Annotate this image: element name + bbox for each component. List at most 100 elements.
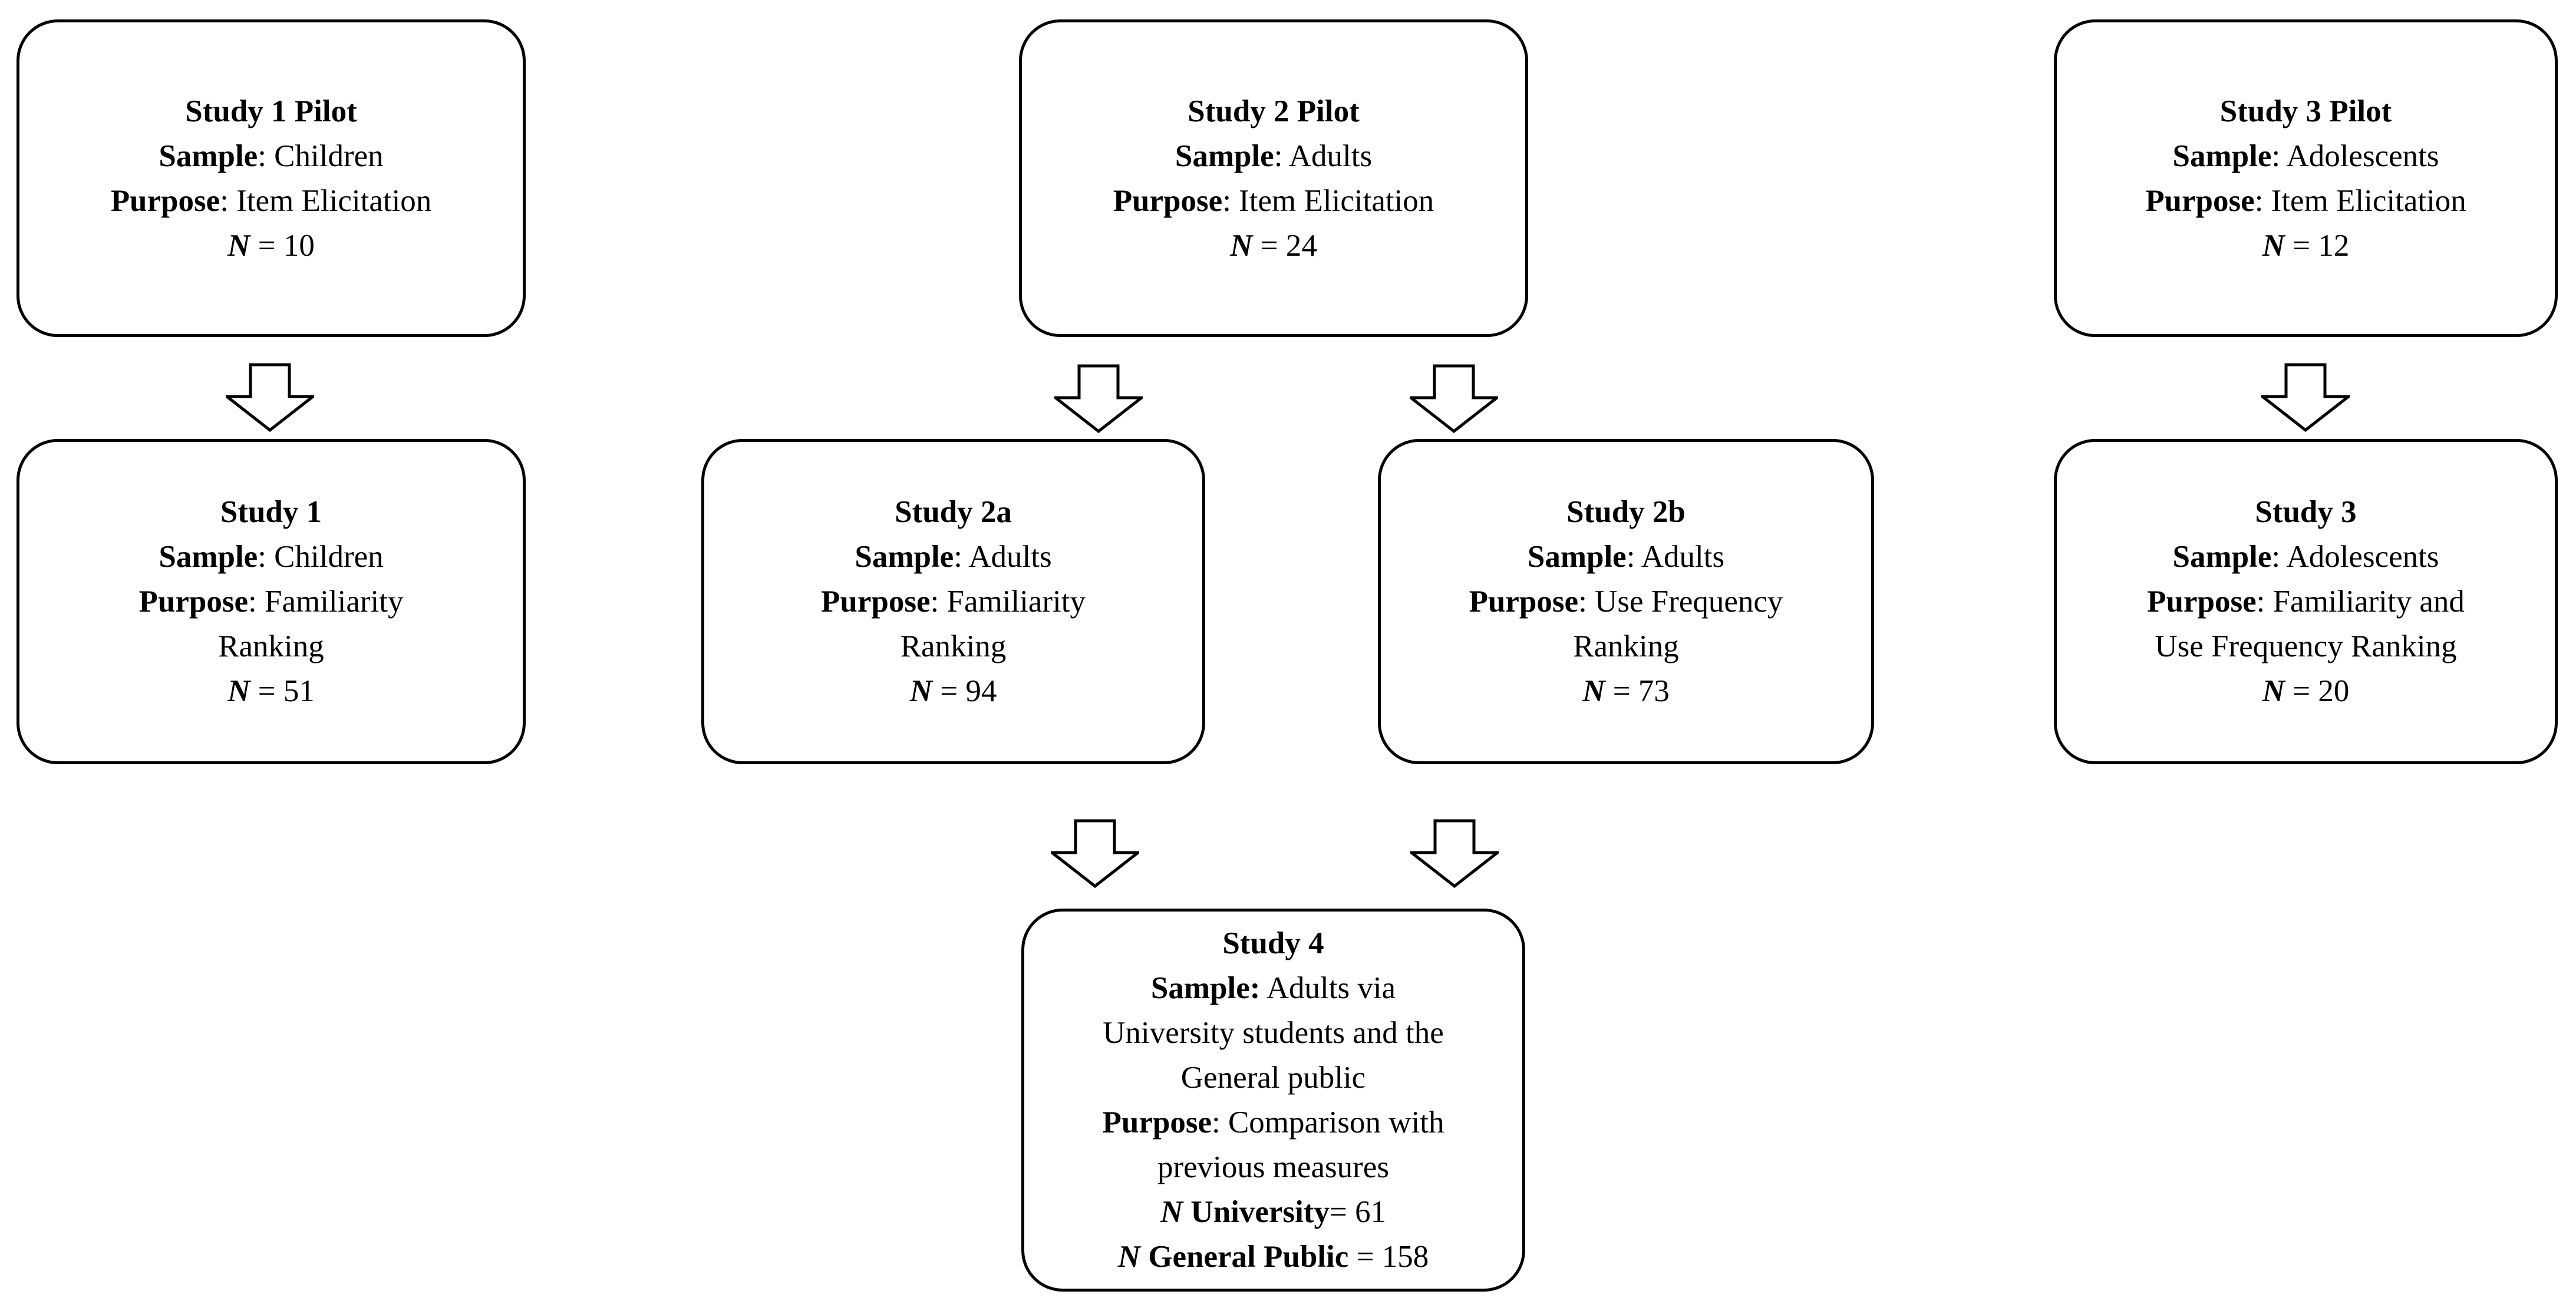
sample-line: Sample: Children (159, 134, 383, 179)
sample-line: Sample: Adolescents (2173, 534, 2439, 579)
n-label: N (1160, 1195, 1183, 1229)
purpose-value-2: Use Frequency Ranking (2155, 629, 2457, 663)
purpose-line-2: Use Frequency Ranking (2155, 624, 2456, 669)
n-label: N (227, 674, 250, 708)
purpose-value: : Familiarity (930, 585, 1086, 619)
n-line: N = 20 (2262, 669, 2350, 714)
n-value: = 20 (2284, 674, 2350, 708)
n-label: N (1117, 1240, 1141, 1274)
purpose-label: Purpose (138, 585, 249, 619)
n-general-public-value: = 158 (1348, 1240, 1429, 1274)
box-title: Study 1 (220, 490, 322, 534)
n-value: = 73 (1605, 674, 1670, 708)
study-1-box: Study 1 Sample: Children Purpose: Famili… (17, 439, 526, 764)
n-university-line: N University= 61 (1160, 1190, 1386, 1234)
sample-value: : Children (258, 540, 384, 574)
sample-value-2: University students and the (1103, 1016, 1444, 1050)
purpose-value-2: Ranking (218, 629, 324, 663)
n-general-public-bold: General Public (1140, 1240, 1349, 1274)
purpose-value: : Item Elicitation (2254, 183, 2466, 218)
study-2b-box: Study 2b Sample: Adults Purpose: Use Fre… (1378, 439, 1874, 764)
sample-value: : Adults (1274, 138, 1373, 173)
n-value: = 10 (250, 228, 315, 263)
sample-value: : Adolescents (2271, 138, 2439, 173)
n-general-public-line: N General Public = 158 (1118, 1234, 1429, 1279)
purpose-line: Purpose: Familiarity (139, 579, 404, 624)
purpose-value-2: Ranking (900, 629, 1007, 663)
sample-label: Sample (159, 540, 258, 574)
n-label: N (1582, 674, 1605, 708)
n-university-bold: University (1183, 1195, 1330, 1229)
n-label: N (2262, 228, 2285, 263)
sample-label: Sample (1175, 138, 1274, 173)
purpose-label: Purpose (1102, 1105, 1212, 1140)
n-line: N = 24 (1230, 223, 1317, 268)
study-3-pilot-box: Study 3 Pilot Sample: Adolescents Purpos… (2054, 19, 2558, 337)
sample-label: Sample (1527, 540, 1627, 574)
arrow-study2b-to-study4 (1410, 819, 1499, 889)
sample-label: Sample (2172, 138, 2272, 173)
box-title: Study 2a (895, 490, 1012, 534)
purpose-value: : Item Elicitation (220, 183, 432, 218)
n-value: = 51 (250, 674, 315, 708)
box-title: Study 2b (1566, 490, 1686, 534)
purpose-line-2: Ranking (901, 624, 1007, 669)
box-title: Study 4 (1222, 921, 1324, 966)
study-1-pilot-box: Study 1 Pilot Sample: Children Purpose: … (17, 19, 526, 337)
sample-value: : Children (258, 138, 384, 173)
sample-line: Sample: Children (159, 534, 383, 579)
sample-value: Adults via (1260, 971, 1396, 1005)
purpose-label: Purpose (110, 183, 220, 218)
sample-line: Sample: Adults (1528, 534, 1724, 579)
arrow-study2-pilot-to-study2a (1054, 364, 1143, 434)
purpose-line-2: previous measures (1157, 1145, 1389, 1190)
purpose-value: : Familiarity and (2256, 585, 2465, 619)
study-3-box: Study 3 Sample: Adolescents Purpose: Fam… (2054, 439, 2558, 764)
purpose-label: Purpose (2147, 585, 2257, 619)
purpose-label: Purpose (2145, 183, 2255, 218)
n-label: N (227, 228, 250, 263)
title-text: Study 1 Pilot (185, 94, 357, 128)
arrow-study1-pilot-to-study1 (226, 363, 314, 432)
purpose-label: Purpose (1113, 183, 1223, 218)
purpose-label: Purpose (821, 585, 931, 619)
sample-value: : Adults (954, 540, 1052, 574)
down-arrow-icon (1410, 364, 1498, 434)
n-value: = 94 (932, 674, 997, 708)
sample-line: Sample: Adults (1175, 134, 1372, 179)
purpose-value: : Familiarity (248, 585, 404, 619)
box-title: Study 1 Pilot (185, 89, 357, 134)
down-arrow-icon (1051, 819, 1139, 889)
title-text: Study 2a (895, 495, 1012, 529)
purpose-line: Purpose: Item Elicitation (111, 179, 432, 223)
title-text: Study 1 (220, 495, 322, 529)
title-text: Study 2b (1566, 495, 1686, 529)
purpose-line: Purpose: Item Elicitation (1113, 179, 1434, 223)
purpose-line-2: Ranking (218, 624, 324, 669)
purpose-value-2: previous measures (1157, 1150, 1389, 1184)
sample-value: : Adolescents (2271, 540, 2439, 574)
box-title: Study 3 Pilot (2220, 89, 2392, 134)
sample-value: : Adults (1626, 540, 1725, 574)
title-text: Study 3 (2255, 495, 2357, 529)
study-2-pilot-box: Study 2 Pilot Sample: Adults Purpose: It… (1019, 19, 1528, 337)
n-label: N (2262, 674, 2285, 708)
arrow-study2a-to-study4 (1051, 819, 1139, 889)
down-arrow-icon (1054, 364, 1143, 434)
sample-line-2: University students and the (1103, 1011, 1444, 1055)
sample-line: Sample: Adults via (1151, 966, 1396, 1011)
purpose-value: : Use Frequency (1578, 585, 1783, 619)
title-text: Study 4 (1222, 926, 1324, 960)
arrow-study2-pilot-to-study2b (1410, 364, 1498, 434)
sample-line: Sample: Adults (855, 534, 1051, 579)
arrow-study3-pilot-to-study3 (2261, 363, 2350, 432)
box-title: Study 2 Pilot (1188, 89, 1360, 134)
purpose-line: Purpose: Familiarity (821, 579, 1086, 624)
purpose-value-2: Ranking (1573, 629, 1679, 663)
title-text: Study 2 Pilot (1188, 94, 1360, 128)
n-line: N = 12 (2262, 223, 2350, 268)
sample-value-3: General public (1180, 1061, 1366, 1095)
sample-label: Sample (159, 138, 258, 173)
down-arrow-icon (226, 363, 314, 432)
box-title: Study 3 (2255, 490, 2356, 534)
